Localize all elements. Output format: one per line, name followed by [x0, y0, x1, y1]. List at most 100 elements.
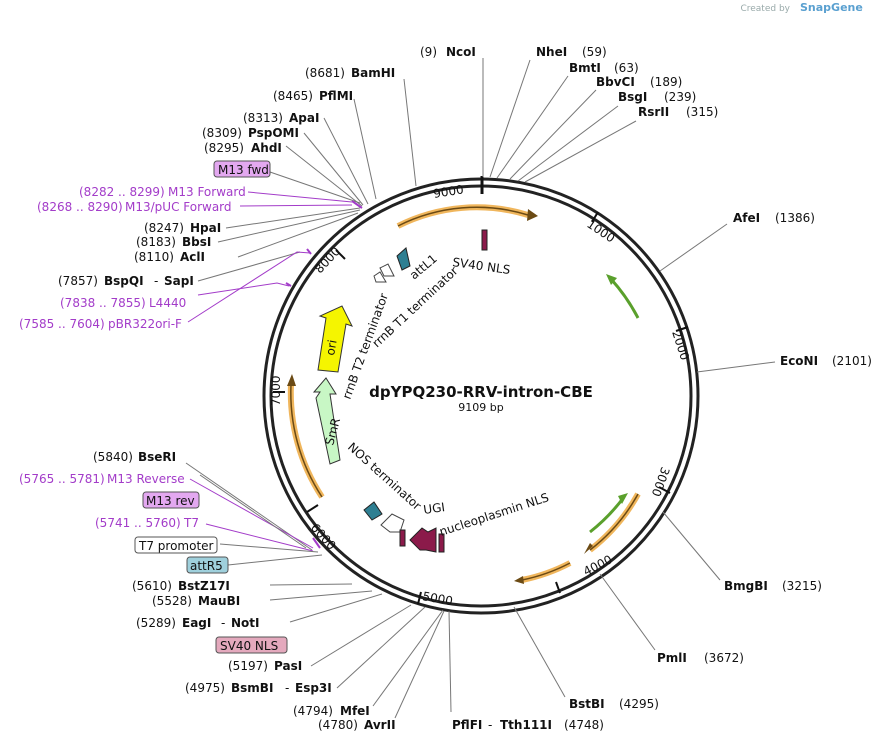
box-m13-fwd: M13 fwd — [218, 163, 269, 177]
attl1-feature — [396, 247, 411, 271]
site-pos: (4975) — [185, 681, 225, 695]
site-pos: (5840) — [93, 450, 133, 464]
site-name: BbsI — [182, 235, 211, 249]
site-pos: (8465) — [273, 89, 313, 103]
plasmid-title: dpYPQ230-RRV-intron-CBE — [369, 383, 593, 401]
primer-name: M13 Reverse — [107, 472, 185, 486]
primer-name: L4440 — [149, 296, 186, 310]
boxed-labels: M13 fwd M13 rev T7 promoter attR5 SV40 N… — [134, 160, 288, 654]
site-pos: (8183) — [136, 235, 176, 249]
site-pos: (8309) — [202, 126, 242, 140]
tick-9000: 9000 — [432, 182, 464, 201]
site-name: AhdI — [251, 141, 282, 155]
primer-marks — [285, 200, 363, 549]
primer-name: M13/pUC Forward — [125, 200, 232, 214]
box-attr5: attR5 — [190, 559, 223, 573]
site-name: BspQI — [104, 274, 144, 288]
ori-label: ori — [323, 339, 339, 357]
site-name: BsgI — [618, 90, 647, 104]
site-name: BmtI — [569, 61, 601, 75]
tick-1000: 1000 — [584, 217, 617, 246]
site-name: EagI — [182, 616, 211, 630]
site-name: BsmBI — [231, 681, 273, 695]
site-name: PmlI — [657, 651, 687, 665]
site-pos: (189) — [650, 75, 682, 89]
tick-4000: 4000 — [581, 552, 615, 578]
site-name: AfeI — [733, 211, 760, 225]
primer-name: M13 Forward — [168, 185, 246, 199]
primer-range: (8282 .. 8299) — [79, 185, 165, 199]
site-pos: (2101) — [832, 354, 872, 368]
site-pos: (7857) — [58, 274, 98, 288]
svg-text:-: - — [488, 718, 492, 732]
site-pos: (9) — [420, 45, 437, 59]
enzyme-leaders — [185, 58, 776, 719]
site-pos: (63) — [614, 61, 639, 75]
site-name: EcoNI — [780, 354, 818, 368]
green-features — [589, 274, 640, 534]
site-name: BamHI — [351, 66, 395, 80]
site-name: RsrII — [638, 105, 669, 119]
nucleoplasmin-label: nucleoplasmin NLS — [438, 490, 551, 539]
primer-range: (7585 .. 7604) — [19, 317, 105, 331]
nucleoplasmin-feature — [409, 527, 437, 553]
site-pos: (3672) — [704, 651, 744, 665]
site-pos: (8110) — [134, 250, 174, 264]
site-name: PflFI — [452, 718, 482, 732]
primer-labels: (8282 .. 8299) M13 Forward (8268 .. 8290… — [19, 185, 246, 530]
primer-range: (5741 .. 5760) — [95, 516, 181, 530]
site-name: BbvCI — [596, 75, 635, 89]
smr-label: SmR — [322, 416, 343, 446]
primer-leaders — [187, 171, 361, 566]
svg-text:-: - — [154, 274, 158, 288]
tick-5000: 5000 — [421, 589, 454, 608]
box-m13-rev: M13 rev — [146, 494, 195, 508]
nos-label: NOS terminator — [345, 440, 424, 513]
rrnb-t1-feature — [379, 263, 395, 277]
site-pos: (239) — [664, 90, 696, 104]
nls-small-feature — [399, 529, 406, 547]
rrnb-t2-feature — [373, 271, 387, 283]
site-name: BmgBI — [724, 579, 768, 593]
site-pos: (4748) — [564, 718, 604, 732]
nls-small-feature — [438, 533, 445, 553]
site-name: PspOMI — [248, 126, 299, 140]
ugi-label: UGI — [422, 500, 445, 517]
site-name: PasI — [274, 659, 302, 673]
box-sv40-nls: SV40 NLS — [220, 639, 278, 653]
site-name: AclI — [180, 250, 205, 264]
smr-feature — [312, 377, 341, 465]
site-name: NcoI — [446, 45, 476, 59]
sv40-nls-label: SV40 NLS — [452, 255, 512, 277]
credit-text: Created by — [740, 4, 790, 14]
site-pos: (3215) — [782, 579, 822, 593]
site-name: HpaI — [190, 221, 221, 235]
site-pos: (5197) — [228, 659, 268, 673]
primer-name: T7 — [183, 516, 199, 530]
site-name: ApaI — [289, 111, 319, 125]
site-name-2: Tth111I — [500, 718, 552, 732]
primer-range: (8268 .. 8290) — [37, 200, 123, 214]
site-pos: (8247) — [144, 221, 184, 235]
site-pos: (5610) — [132, 579, 172, 593]
site-pos: (4794) — [293, 704, 333, 718]
site-pos: (8295) — [204, 141, 244, 155]
site-name: MauBI — [198, 594, 240, 608]
enzyme-labels: (9) NcoI NheI (59) BmtI (63) BbvCI (189)… — [58, 45, 872, 732]
tick-7000: 7000 — [269, 375, 283, 406]
tick-8000: 8000 — [312, 244, 343, 276]
snapgene-brand: SnapGene — [800, 1, 863, 14]
site-name: BstZ17I — [178, 579, 230, 593]
site-pos: (8313) — [243, 111, 283, 125]
site-name: BstBI — [569, 697, 605, 711]
site-name: BseRI — [138, 450, 176, 464]
site-name-2: SapI — [164, 274, 194, 288]
site-pos: (59) — [582, 45, 607, 59]
site-name-2: Esp3I — [295, 681, 332, 695]
site-pos: (4780) — [318, 718, 358, 732]
site-name: PflMI — [319, 89, 353, 103]
site-pos: (4295) — [619, 697, 659, 711]
svg-text:-: - — [221, 616, 225, 630]
site-pos: (1386) — [775, 211, 815, 225]
